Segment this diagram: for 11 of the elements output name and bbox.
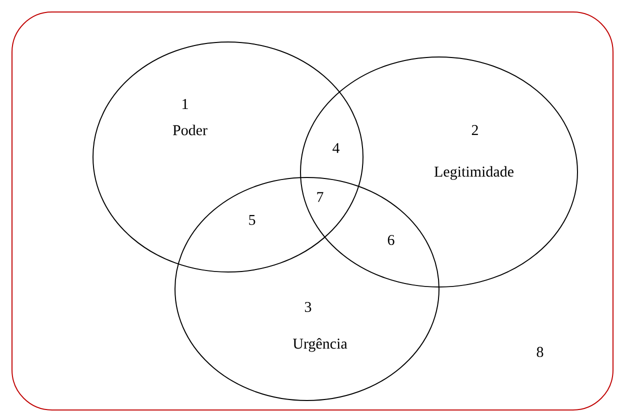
region-number: 7 bbox=[317, 192, 324, 202]
region-label: Legitimidade bbox=[434, 166, 514, 180]
region-number: 6 bbox=[388, 234, 394, 246]
region-number: 5 bbox=[249, 215, 256, 225]
region-label: 8 bbox=[536, 346, 544, 358]
region-label: 1 bbox=[182, 99, 188, 109]
region-number: 4 bbox=[332, 143, 340, 153]
region-label: Urgência bbox=[292, 338, 348, 352]
region-label: Poder bbox=[172, 124, 208, 136]
region-label: 3 bbox=[304, 302, 312, 312]
region-label: 2 bbox=[472, 125, 478, 135]
